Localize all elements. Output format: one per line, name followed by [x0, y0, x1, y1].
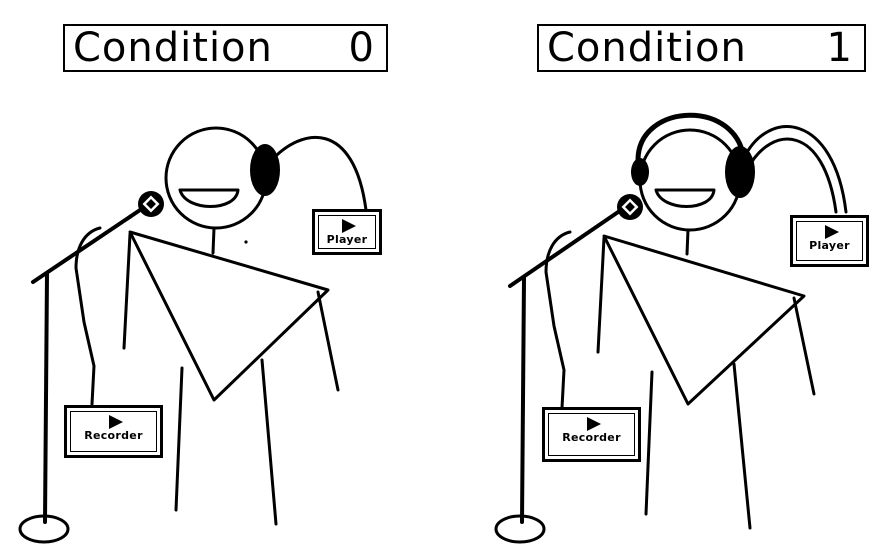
mouth — [656, 190, 714, 207]
play-icon — [109, 415, 123, 429]
recorder-box: Recorder — [542, 407, 641, 462]
mic-pole — [522, 278, 524, 522]
headphone-icon — [725, 146, 755, 198]
condition-title: Condition 0 — [63, 24, 388, 72]
condition-number: 0 — [349, 26, 374, 70]
right-leg — [262, 360, 276, 524]
microphone-icon — [617, 194, 643, 220]
torso — [604, 236, 804, 404]
headphone-cable-2 — [748, 139, 836, 212]
play-icon — [587, 417, 601, 431]
player-box: Player — [312, 209, 382, 255]
condition-0-illustration — [0, 0, 438, 550]
condition-title-word: Condition — [73, 25, 273, 71]
head — [640, 130, 740, 230]
mic-pole — [45, 274, 47, 522]
play-icon — [825, 225, 839, 239]
mic-stand-base — [496, 516, 544, 542]
condition-0-panel: Condition 0 Player Recorder — [0, 0, 438, 550]
microphone-icon — [138, 191, 164, 217]
back-arm — [76, 228, 100, 404]
headphone-band — [638, 115, 744, 162]
left-leg — [176, 368, 182, 510]
left-leg — [646, 372, 652, 514]
player-box: Player — [790, 215, 869, 267]
headphone-left-cup — [631, 158, 649, 186]
condition-title-word: Condition — [547, 25, 747, 71]
mouth — [180, 190, 238, 207]
right-leg — [734, 364, 750, 528]
recorder-box: Recorder — [64, 405, 163, 458]
condition-1-illustration — [438, 0, 876, 550]
play-icon — [342, 219, 356, 233]
condition-1-panel: Condition 1 Player Recorder — [438, 0, 876, 550]
condition-number: 1 — [827, 26, 852, 70]
ink-dot — [244, 240, 247, 243]
headphone-icon — [250, 144, 280, 196]
headphone-cable — [270, 137, 366, 210]
torso — [130, 232, 328, 400]
mic-boom — [510, 208, 624, 286]
condition-title: Condition 1 — [537, 24, 866, 72]
